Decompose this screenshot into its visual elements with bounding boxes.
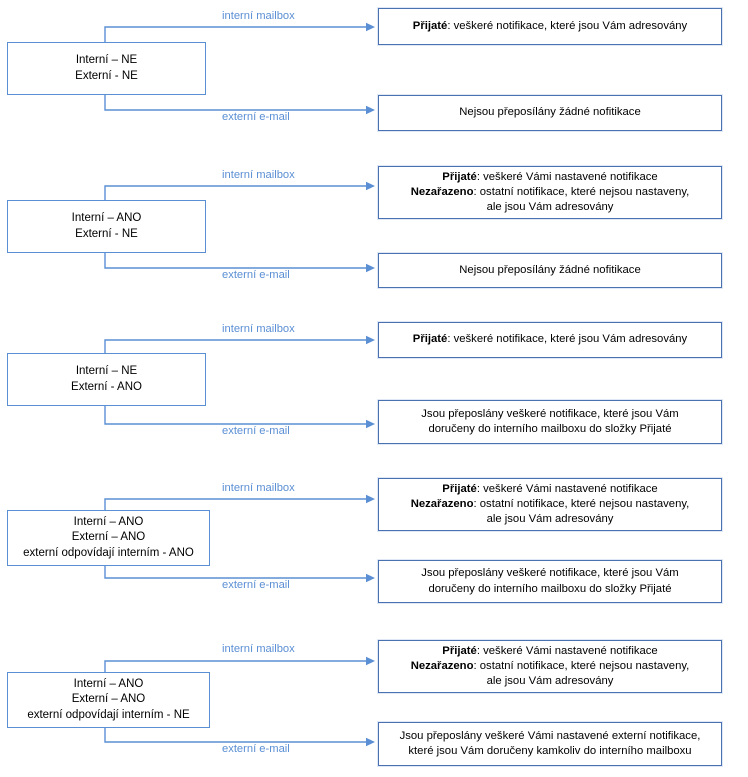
result-line: Přijaté: veškeré notifikace, které jsou …	[412, 333, 688, 346]
result-line-emphasis: Přijaté	[412, 333, 448, 346]
result-line: Nezařazeno: ostatní notifikace, které ne…	[410, 659, 690, 672]
arrowhead-external-email	[366, 263, 375, 273]
condition-box: Interní – ANO Externí – ANO externí odpoví…	[7, 510, 210, 566]
result-line: ale jsou Vám adresovány	[486, 675, 614, 688]
result-box-internal-mailbox: Přijaté: veškeré notifikace, které jsou …	[378, 322, 722, 358]
connector-external-email	[104, 253, 367, 269]
condition-line: Interní – ANO	[73, 677, 144, 690]
condition-box: Interní – NE Externí - ANO	[7, 353, 206, 406]
edge-label-internal-mailbox: interní mailbox	[222, 482, 295, 494]
result-text: Přijaté: veškeré notifikace, které jsou …	[387, 332, 713, 347]
result-line: Nejsou přeposílány žádné nofitikace	[459, 106, 641, 119]
result-line: Přijaté: veškeré Vámi nastavené notifika…	[442, 644, 658, 657]
result-text: Přijaté: veškeré notifikace, které jsou …	[387, 19, 713, 34]
arrowhead-external-email	[366, 419, 375, 429]
connector-internal-mailbox	[104, 660, 367, 672]
edge-label-external-email: externí e-mail	[222, 425, 290, 437]
result-line: Nejsou přeposílány žádné nofitikace	[459, 263, 641, 276]
condition-text: Interní – NE Externí - NE	[8, 53, 205, 84]
result-line: Jsou přeposlány veškeré notifikace, kter…	[421, 407, 679, 420]
result-line: doručeny do interního mailboxu do složky…	[428, 423, 672, 435]
result-box-external-email: Jsou přeposlány veškeré notifikace, kter…	[378, 560, 722, 603]
arrowhead-external-email	[366, 737, 375, 747]
connector-internal-mailbox	[104, 26, 367, 42]
result-line: doručeny do interního mailboxu do složky…	[428, 582, 672, 595]
result-box-external-email: Jsou přeposlány veškeré notifikace, kter…	[378, 400, 722, 444]
arrowhead-external-email	[366, 105, 375, 115]
connector-external-email	[104, 406, 367, 425]
result-box-external-email: Jsou přeposlány veškeré Vámi nastavené e…	[378, 722, 722, 766]
result-text: Přijaté: veškeré Vámi nastavené notifika…	[387, 644, 713, 690]
condition-line: Interní – ANO	[73, 515, 144, 528]
result-line-emphasis: Přijaté	[442, 644, 477, 657]
result-line: Přijaté: veškeré Vámi nastavené notifika…	[442, 482, 658, 495]
result-line-emphasis: Přijaté	[442, 170, 477, 183]
condition-text: Interní – ANO Externí - NE	[8, 211, 205, 242]
condition-line: Interní – NE	[75, 54, 138, 66]
condition-text: Interní – ANO Externí – ANO externí odpoví…	[8, 515, 209, 562]
result-line: Jsou přeposlány veškeré notifikace, kter…	[421, 567, 679, 580]
arrowhead-external-email	[366, 573, 375, 583]
result-box-internal-mailbox: Přijaté: veškeré Vámi nastavené notifika…	[378, 166, 722, 219]
condition-line: Interní – NE	[75, 365, 138, 377]
edge-label-external-email: externí e-mail	[222, 743, 290, 755]
result-line-emphasis: Přijaté	[442, 482, 477, 495]
result-line: které jsou Vám doručeny kamkoliv do inte…	[408, 745, 692, 757]
condition-box: Interní – ANO Externí – ANO externí odpoví…	[7, 672, 210, 728]
arrowhead-internal-mailbox	[366, 656, 375, 666]
result-text: Nejsou přeposílány žádné nofitikace	[387, 263, 713, 278]
connector-external-email	[104, 95, 367, 111]
result-box-external-email: Nejsou přeposílány žádné nofitikace	[378, 95, 722, 131]
result-text: Jsou přeposlány veškeré notifikace, kter…	[387, 407, 713, 438]
result-text: Jsou přeposlány veškeré Vámi nastavené e…	[387, 729, 713, 760]
condition-line: Externí – ANO	[71, 531, 146, 544]
connector-external-email	[104, 566, 367, 579]
arrowhead-internal-mailbox	[366, 22, 375, 32]
result-box-external-email: Nejsou přeposílány žádné nofitikace	[378, 253, 722, 288]
condition-line: Interní – ANO	[71, 212, 142, 224]
condition-line: Externí - ANO	[71, 380, 142, 393]
result-text: Nejsou přeposílány žádné nofitikace	[387, 105, 713, 120]
connector-internal-mailbox	[104, 185, 367, 200]
arrowhead-internal-mailbox	[366, 494, 375, 504]
result-box-internal-mailbox: Přijaté: veškeré Vámi nastavené notifika…	[378, 640, 722, 693]
edge-label-external-email: externí e-mail	[222, 269, 290, 281]
result-line-emphasis: Nezařazeno	[410, 497, 474, 510]
condition-line: externí odpovídají interním - ANO	[23, 546, 194, 559]
condition-line: externí odpovídají interním - NE	[27, 708, 190, 721]
condition-box: Interní – NE Externí - NE	[7, 42, 206, 95]
result-line: Přijaté: veškeré Vámi nastavené notifika…	[442, 170, 658, 183]
result-text: Jsou přeposlány veškeré notifikace, kter…	[387, 566, 713, 597]
edge-label-internal-mailbox: interní mailbox	[222, 10, 295, 22]
arrowhead-internal-mailbox	[366, 335, 375, 345]
condition-line: Externí - NE	[75, 69, 138, 82]
edge-label-external-email: externí e-mail	[222, 111, 290, 123]
edge-label-external-email: externí e-mail	[222, 579, 290, 591]
result-line: Přijaté: veškeré notifikace, které jsou …	[412, 19, 688, 32]
result-box-internal-mailbox: Přijaté: veškeré notifikace, které jsou …	[378, 8, 722, 45]
result-line: Jsou přeposlány veškeré Vámi nastavené e…	[399, 729, 701, 742]
condition-box: Interní – ANO Externí - NE	[7, 200, 206, 253]
edge-label-internal-mailbox: interní mailbox	[222, 169, 295, 181]
condition-text: Interní – NE Externí - ANO	[8, 364, 205, 395]
result-line: Nezařazeno: ostatní notifikace, které ne…	[410, 497, 690, 510]
edge-label-internal-mailbox: interní mailbox	[222, 323, 295, 335]
condition-text: Interní – ANO Externí – ANO externí odpoví…	[8, 677, 209, 724]
result-line-emphasis: Nezařazeno	[410, 659, 474, 672]
result-box-internal-mailbox: Přijaté: veškeré Vámi nastavené notifika…	[378, 478, 722, 531]
result-line: ale jsou Vám adresovány	[486, 201, 614, 214]
connector-internal-mailbox	[104, 339, 367, 353]
result-text: Přijaté: veškeré Vámi nastavené notifika…	[387, 170, 713, 216]
result-line-emphasis: Nezařazeno	[410, 185, 474, 198]
result-line: ale jsou Vám adresovány	[486, 513, 614, 526]
result-line: Nezařazeno: ostatní notifikace, které ne…	[410, 185, 690, 198]
result-line-emphasis: Přijaté	[412, 19, 448, 32]
arrowhead-internal-mailbox	[366, 181, 375, 191]
condition-line: Externí – ANO	[71, 693, 146, 706]
connector-internal-mailbox	[104, 498, 367, 510]
edge-label-internal-mailbox: interní mailbox	[222, 643, 295, 655]
condition-line: Externí - NE	[75, 227, 138, 240]
result-text: Přijaté: veškeré Vámi nastavené notifika…	[387, 482, 713, 528]
connector-external-email	[104, 728, 367, 743]
